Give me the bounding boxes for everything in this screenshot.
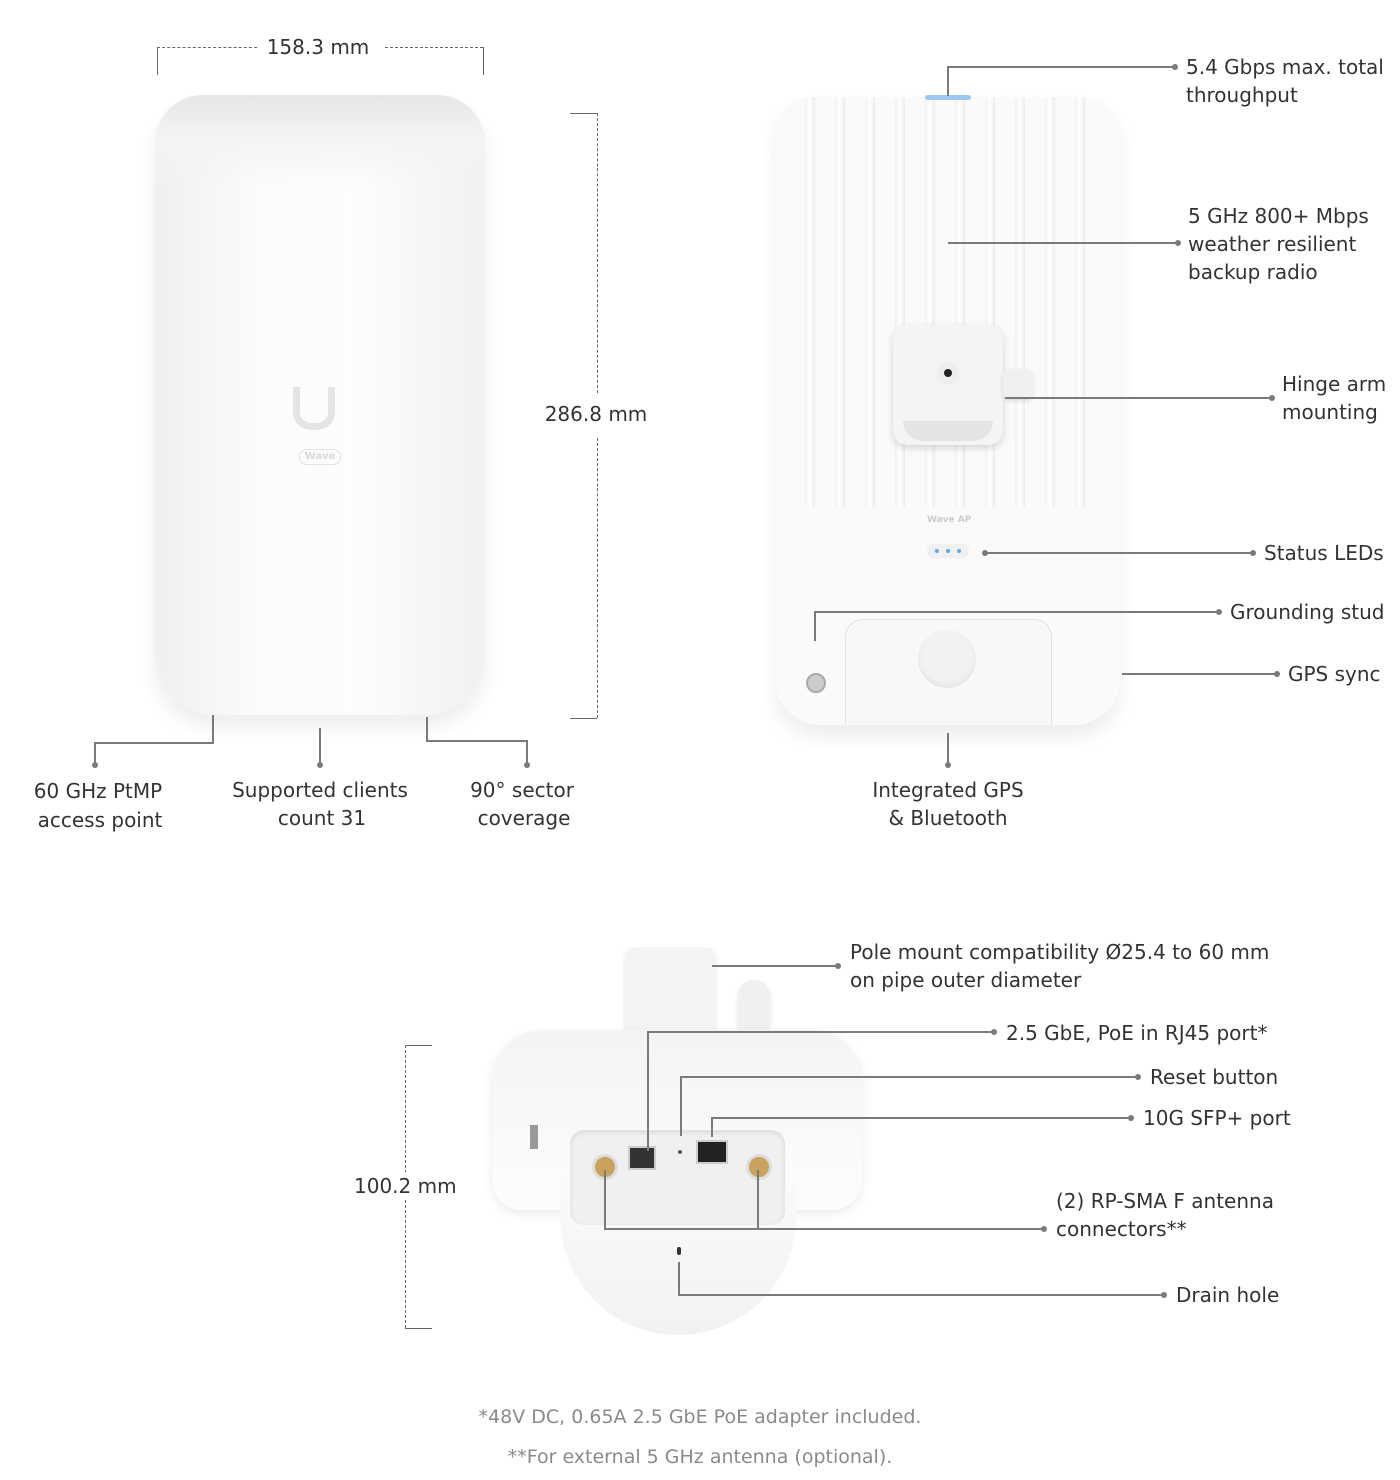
callout-label: coverage: [477, 806, 571, 830]
antenna-connector-icon: [746, 1154, 772, 1180]
model-label: Wave AP: [927, 515, 972, 525]
port-panel: [570, 1130, 785, 1225]
ubiquiti-logo-icon: [293, 387, 335, 430]
callout-label: on pipe outer diameter: [850, 968, 1082, 992]
status-leds: [927, 544, 969, 558]
sfp-port-icon: [696, 1140, 728, 1164]
callout-label: weather resilient: [1188, 232, 1357, 256]
top-led-bar: [925, 95, 971, 100]
grounding-stud-icon: [806, 673, 826, 693]
callout-label: (2) RP-SMA F antenna: [1056, 1189, 1274, 1213]
callout-label: 2.5 GbE, PoE in RJ45 port*: [1006, 1021, 1268, 1045]
led-icon: [935, 549, 939, 553]
width-label: 158.3 mm: [266, 35, 370, 59]
rj45-port-icon: [628, 1146, 656, 1170]
callout-label: Reset button: [1150, 1065, 1279, 1089]
callout-label: mounting: [1282, 400, 1378, 424]
callout-label: Grounding stud: [1230, 600, 1385, 624]
height-label: 286.8 mm: [544, 402, 648, 426]
callout-label: backup radio: [1188, 260, 1318, 284]
drain-hole-icon: [677, 1247, 681, 1255]
ground-screw-icon: [530, 1125, 538, 1149]
callout-label: Drain hole: [1176, 1283, 1280, 1307]
callout-label: Integrated GPS: [872, 778, 1024, 802]
front-device: Wave: [155, 95, 485, 715]
callout-label: GPS sync: [1288, 662, 1381, 686]
led-icon: [957, 549, 961, 553]
callout-label: connectors**: [1056, 1217, 1187, 1241]
reset-button-icon: [678, 1150, 682, 1154]
footnote-poe: *48V DC, 0.65A 2.5 GbE PoE adapter inclu…: [478, 1406, 922, 1428]
callout-label: Supported clients: [232, 778, 408, 802]
callout-label: 5.4 Gbps max. total: [1186, 55, 1384, 79]
callout-label: Pole mount compatibility Ø25.4 to 60 mm: [850, 940, 1270, 964]
callout-label: access point: [37, 808, 163, 832]
mount-bolt-icon: [937, 362, 959, 384]
footnote-antenna: **For external 5 GHz antenna (optional).: [507, 1446, 893, 1468]
wave-badge: Wave: [299, 449, 341, 465]
hinge-mount: [893, 325, 1003, 445]
callout-label: 10G SFP+ port: [1143, 1106, 1291, 1130]
callout-label: 90° sector: [470, 778, 574, 802]
led-icon: [946, 549, 950, 553]
depth-label: 100.2 mm: [354, 1172, 457, 1200]
callout-label: throughput: [1186, 83, 1298, 107]
callout-label: Hinge arm: [1282, 372, 1387, 396]
callout-label: 5 GHz 800+ Mbps: [1188, 204, 1369, 228]
back-device: Wave AP: [775, 97, 1120, 725]
callout-label: Status LEDs: [1264, 541, 1384, 565]
callout-label: count 31: [277, 806, 367, 830]
gps-cover: [845, 619, 1052, 725]
callout-label: & Bluetooth: [888, 806, 1008, 830]
callout-label: 60 GHz PtMP: [33, 779, 163, 803]
